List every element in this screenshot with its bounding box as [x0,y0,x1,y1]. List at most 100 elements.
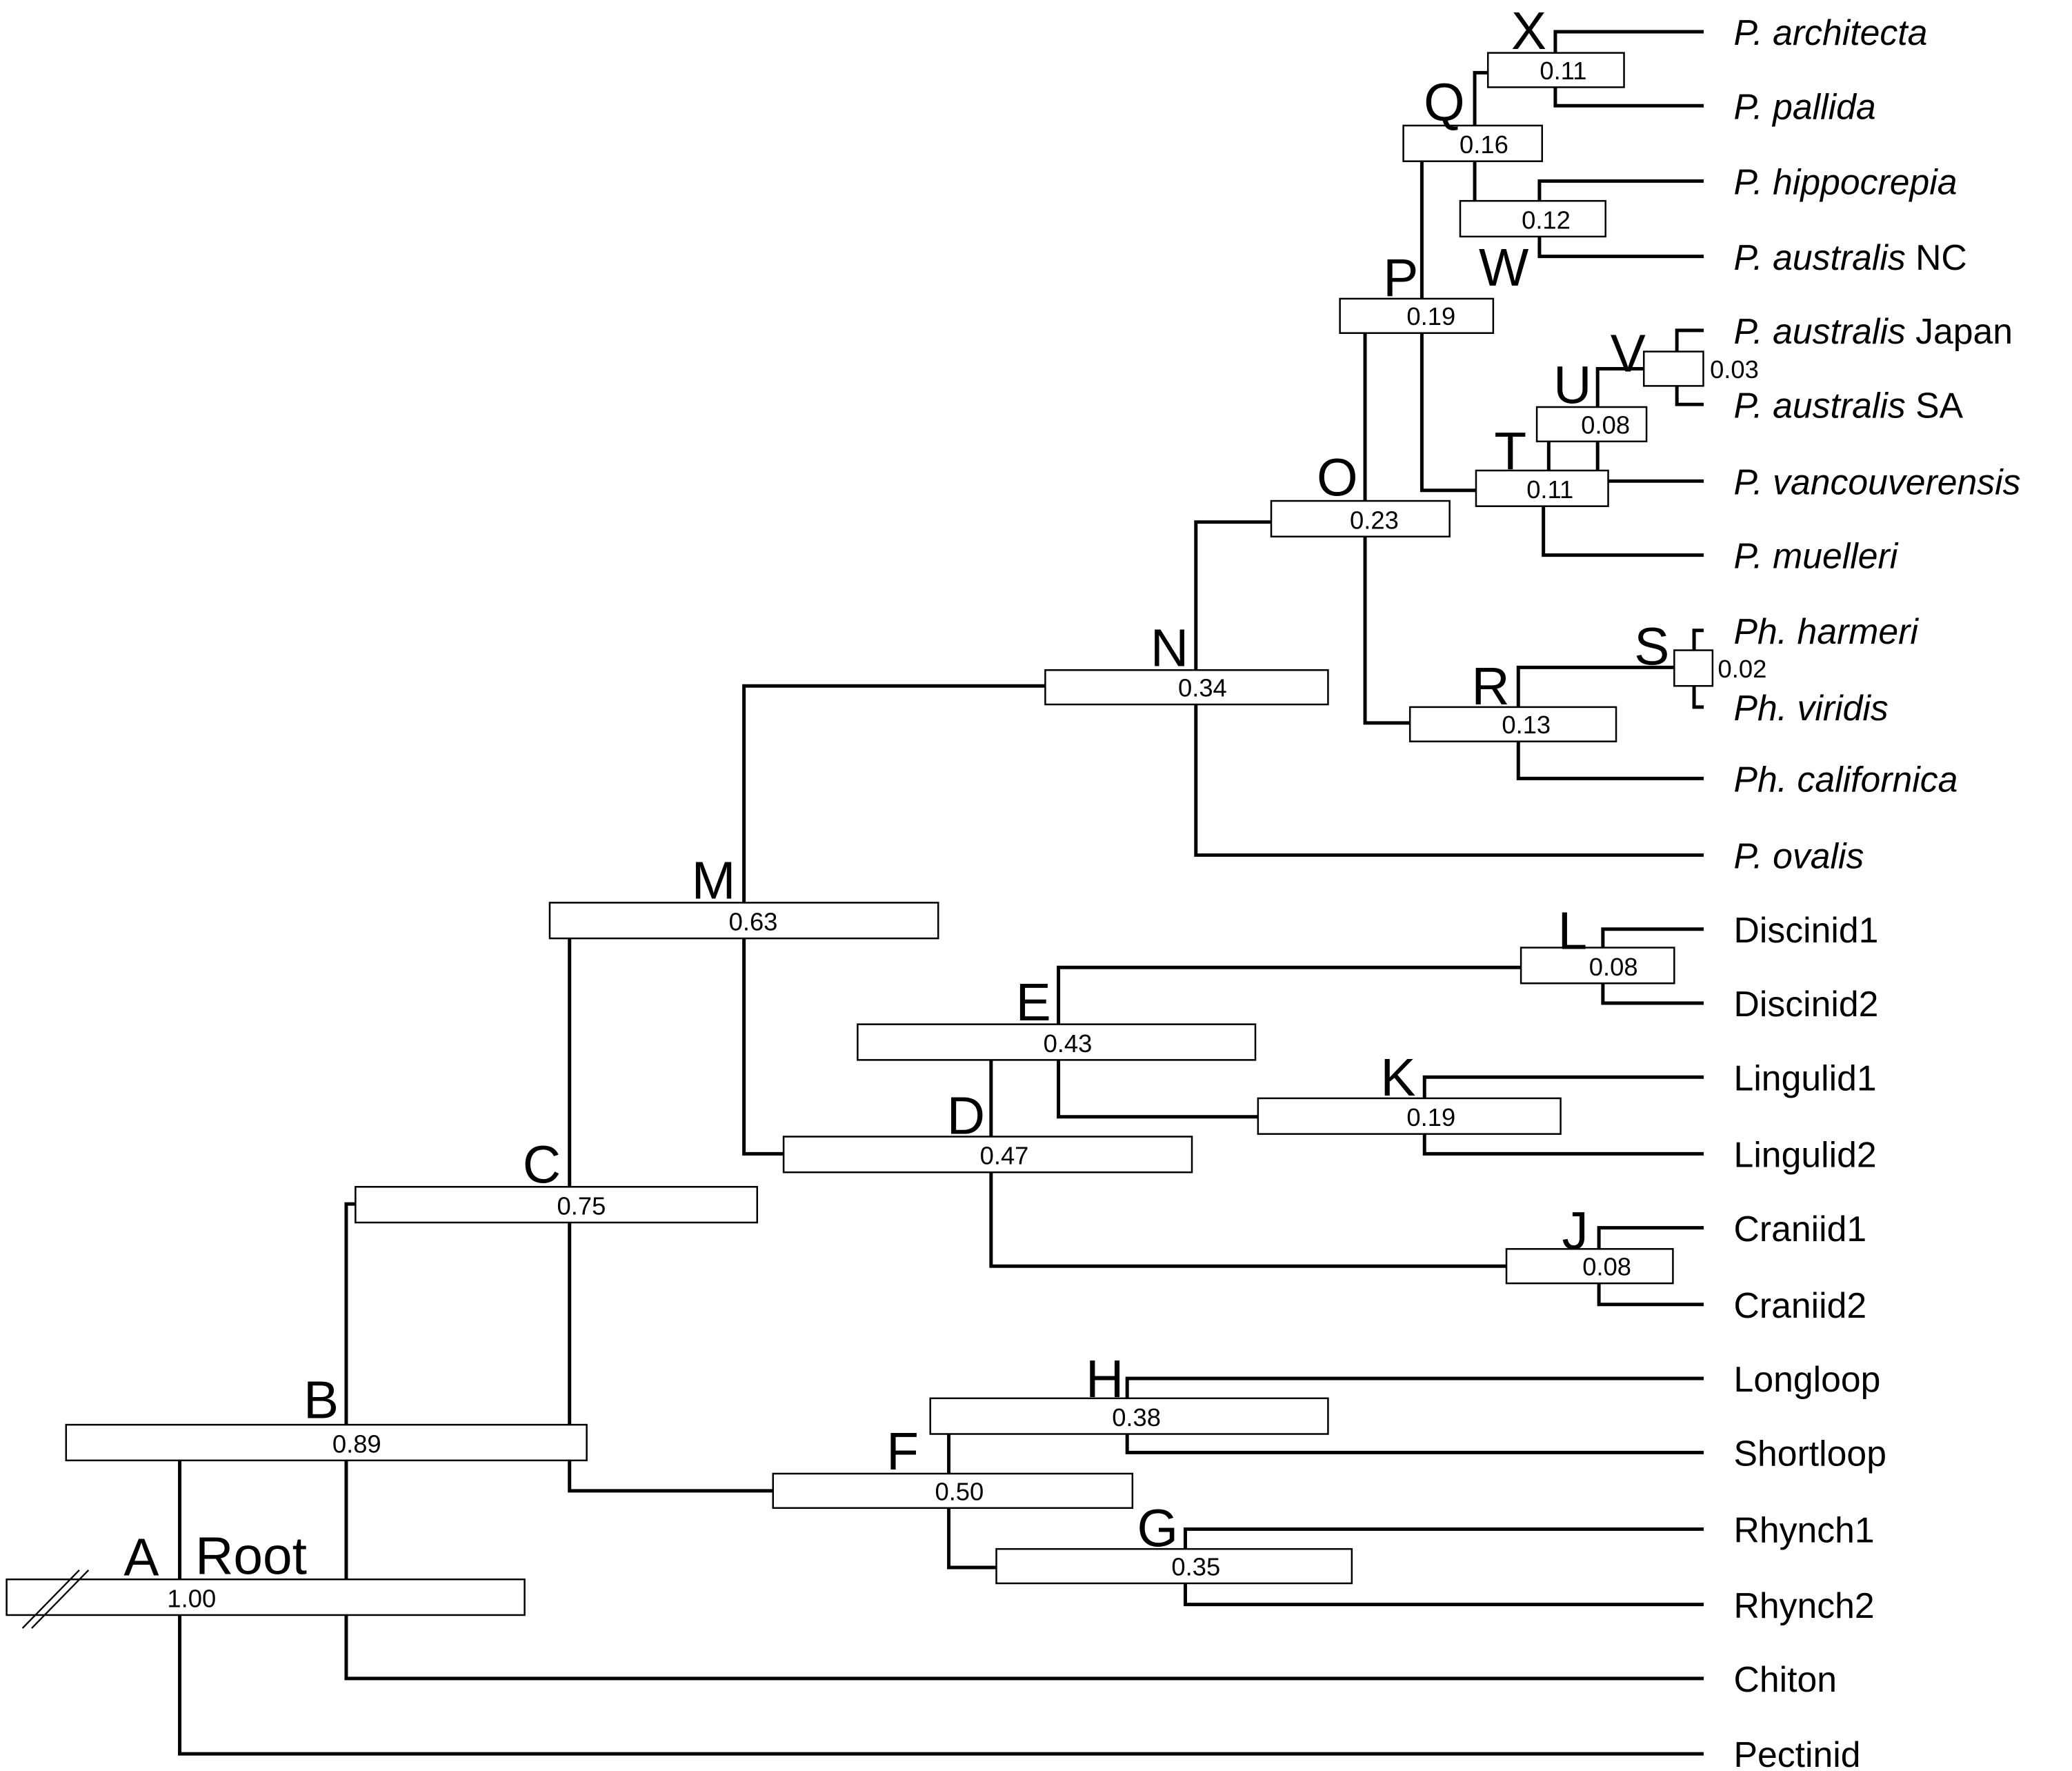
taxon-genus-species: Ph. harmeri [1734,611,1920,651]
support-value-l: 0.08 [1589,953,1638,981]
tree-branch [1675,328,1704,354]
taxon-label: Ph. viridis [1734,688,1889,728]
taxon-qualifier: NC [1906,237,1967,277]
taxon-label: Ph. harmeri [1734,611,1920,651]
support-value-t: 0.11 [1526,475,1573,504]
node-label-x: X [1511,2,1546,61]
taxon-label: P. ovalis [1734,836,1864,876]
tree-branch [1597,1281,1704,1307]
tree-branch [1419,331,1478,493]
tip-labels: P. architecta P. pallida P. hippocrepia P. … [1734,12,2021,1771]
tree-branch [742,684,1047,904]
taxon-qualifier: Pectinid [1734,1734,1861,1771]
node-label-t: T [1494,422,1526,481]
node-label-a: A [123,1528,159,1587]
node-label-l: L [1558,902,1588,960]
tree-branch [1692,684,1704,709]
taxon-genus-species: P. hippocrepia [1734,162,1958,202]
node-label-s: S [1634,618,1669,677]
tree-branch [742,936,786,1156]
support-value-k: 0.19 [1406,1103,1455,1131]
support-value-j: 0.08 [1582,1253,1631,1281]
tree-branch [1537,235,1704,259]
node-label-m: M [692,852,736,911]
taxon-label: Pectinid [1734,1734,1861,1771]
taxon-genus-species: P. vancouverensis [1734,462,2021,502]
tree-branch [989,1170,1508,1268]
node-label-j: J [1562,1202,1588,1260]
tree-branch [1553,85,1704,108]
node-boxes [6,52,1714,1616]
taxon-genus-species: Ph. viridis [1734,688,1889,728]
taxon-label: P. pallida [1734,86,1876,126]
taxon-label: P. australis Japan [1734,311,2013,351]
tree-branch [1363,535,1412,725]
taxon-label: P. australis SA [1734,385,1964,425]
support-value-g: 0.35 [1171,1552,1220,1581]
tree-branch [1194,520,1273,672]
branch-break-mark [31,1570,90,1629]
support-value-x: 0.11 [1540,57,1586,85]
tree-branch [1675,384,1704,406]
taxon-label: Discinid1 [1734,910,1879,950]
support-value-r: 0.13 [1502,711,1551,739]
node-box-u [1535,406,1648,443]
taxon-qualifier: Shortloop [1734,1433,1886,1473]
taxon-qualifier: Chiton [1734,1659,1837,1699]
node-box-h [929,1397,1329,1435]
support-value-d: 0.47 [980,1142,1029,1170]
node-box-w [1459,199,1606,238]
node-box-p [1339,297,1495,334]
support-value-h: 0.38 [1112,1403,1161,1432]
taxon-label: Rhynch2 [1734,1585,1875,1625]
node-label-c: C [523,1136,561,1195]
branches [178,30,1704,1756]
tree-branch [1601,981,1704,1005]
taxon-label: Ph. californica [1734,759,1958,799]
taxon-qualifier: Longloop [1734,1359,1881,1399]
support-value-n: 0.34 [1178,674,1227,702]
tree-branch [1597,1226,1704,1251]
taxon-qualifier: Japan [1906,311,2013,351]
node-box-b [65,1423,588,1462]
taxon-label: P. architecta [1734,12,1928,52]
support-value-q: 0.16 [1460,130,1508,159]
tree-branch [1542,504,1704,557]
support-value-v: 0.03 [1710,355,1759,384]
node-label-b: B [303,1372,339,1430]
support-value-e: 0.43 [1044,1029,1093,1058]
taxon-label: P. vancouverensis [1734,462,2021,502]
node-box-l [1520,947,1675,985]
tree-branch [1057,1058,1260,1119]
taxon-genus-species: Ph. californica [1734,759,1958,799]
tree-branch [1194,702,1704,857]
tree-branch [1601,927,1704,950]
tree-branch [1516,665,1676,709]
taxon-qualifier: Rhynch2 [1734,1585,1875,1625]
taxon-qualifier: Craniid2 [1734,1285,1867,1325]
support-value-m: 0.63 [729,908,778,936]
taxon-genus-species: P. australis [1734,237,1906,277]
support-value-u: 0.08 [1581,410,1630,439]
node-box-m [548,902,939,940]
support-value-o: 0.23 [1350,506,1399,534]
node-label-p: P [1383,249,1418,308]
node-box-f [772,1472,1134,1510]
node-box-e [857,1023,1257,1061]
node-box-t [1475,469,1609,507]
taxon-genus-species: P. pallida [1734,86,1876,126]
root-annotations: Root [21,1527,307,1629]
branch-break-mark [21,1570,80,1629]
node-box-a [6,1578,526,1616]
support-value-f: 0.50 [935,1477,984,1505]
root-label: Root [195,1527,307,1586]
taxon-genus-species: P. ovalis [1734,836,1864,876]
node-box-q [1402,124,1544,162]
tree-branch [1422,1075,1704,1100]
node-label-r: R [1471,657,1509,716]
taxon-label: P. hippocrepia [1734,162,1958,202]
tree-branch [1057,965,1523,1027]
node-label-k: K [1380,1049,1415,1107]
taxon-qualifier: SA [1906,385,1964,425]
